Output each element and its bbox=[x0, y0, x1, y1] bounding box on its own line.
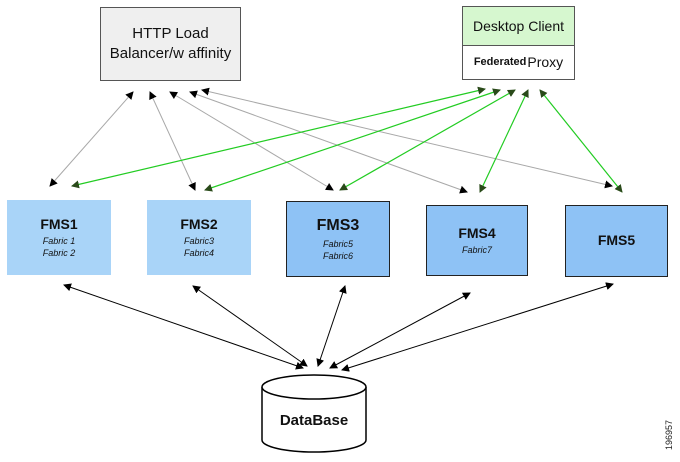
database-cylinder bbox=[261, 374, 367, 453]
fms3-fabric-2: Fabric6 bbox=[322, 250, 353, 261]
load-balancer-line2: Balancer/w affinity bbox=[109, 45, 232, 62]
fms4-box: FMS4 Fabric7 bbox=[426, 205, 528, 276]
fms1-db-arrow bbox=[63, 283, 304, 370]
fms1-box: FMS1 Fabric 1 Fabric 2 bbox=[7, 200, 111, 275]
load-balancer-line1: HTTP Load bbox=[132, 25, 209, 42]
fms3-name: FMS3 bbox=[316, 216, 360, 234]
fms3-db-arrow bbox=[316, 285, 347, 367]
lb-fms3-arrow bbox=[169, 91, 334, 191]
desktop-client-title: Desktop Client bbox=[463, 7, 574, 46]
fms5-name: FMS5 bbox=[597, 231, 636, 248]
fms4-name: FMS4 bbox=[458, 225, 496, 241]
fms2-fabric-1: Fabric3 bbox=[183, 236, 214, 246]
fms4-fabric-1: Fabric7 bbox=[461, 245, 492, 255]
proxy-label: Proxy bbox=[527, 54, 564, 70]
fms5-box: FMS5 bbox=[565, 205, 668, 277]
database-label: DataBase bbox=[279, 411, 349, 429]
fms3-fabric-1: Fabric5 bbox=[322, 238, 353, 249]
dc-fms1-arrow bbox=[71, 86, 486, 189]
fms1-fabric-2: Fabric 2 bbox=[42, 248, 76, 258]
dc-fms4-arrow bbox=[479, 89, 529, 193]
figure-number: 196957 bbox=[664, 420, 674, 451]
lb-fms1-arrow bbox=[49, 91, 134, 187]
fms1-name: FMS1 bbox=[40, 216, 78, 232]
fms3-box: FMS3 Fabric5 Fabric6 bbox=[286, 201, 390, 277]
fms2-name: FMS2 bbox=[180, 216, 218, 232]
lb-fms5-arrow bbox=[201, 87, 613, 189]
fms2-fabric-2: Fabric4 bbox=[183, 248, 214, 258]
dc-fms5-arrow bbox=[539, 89, 623, 193]
fms2-box: FMS2 Fabric3 Fabric4 bbox=[147, 200, 251, 275]
dc-fms3-arrow bbox=[339, 89, 516, 191]
fms1-fabric-1: Fabric 1 bbox=[42, 236, 76, 246]
load-balancer-box: HTTP Load Balancer/w affinity bbox=[100, 7, 241, 81]
fms4-db-arrow bbox=[329, 292, 471, 369]
fms2-db-arrow bbox=[192, 285, 308, 367]
fms5-db-arrow bbox=[341, 282, 614, 372]
proxy-bold-label: Federated bbox=[473, 56, 527, 68]
lb-fms2-arrow bbox=[149, 91, 196, 191]
